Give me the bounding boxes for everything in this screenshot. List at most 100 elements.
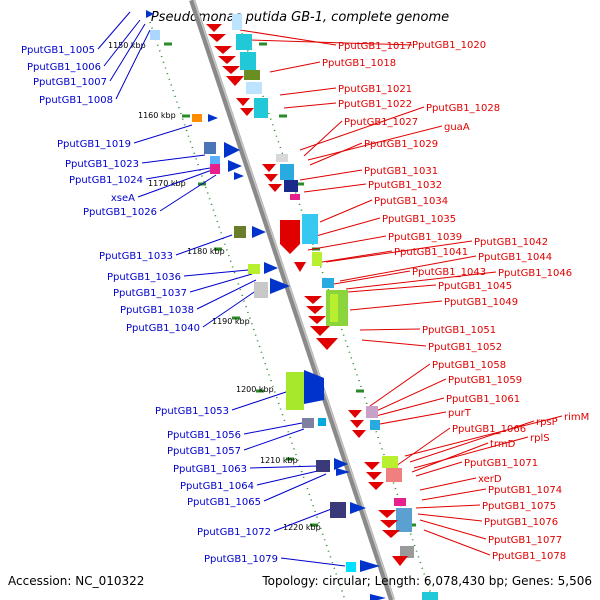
gene-arrow xyxy=(228,160,242,172)
gene-block xyxy=(210,156,220,164)
tick-label: 1220 kbp xyxy=(283,523,321,532)
gene-block xyxy=(400,546,414,558)
gene-block xyxy=(382,456,398,468)
gene-label: PputGB1_1028 xyxy=(426,103,500,114)
gene-arrow xyxy=(392,556,408,566)
gene-arrow xyxy=(270,278,290,294)
gene-label: rpsP xyxy=(536,417,558,428)
gene-block xyxy=(290,194,300,200)
gene-label: PputGB1_1022 xyxy=(338,99,412,110)
genome-summary-text: Topology: circular; Length: 6,078,430 bp… xyxy=(262,574,592,588)
gene-label: purT xyxy=(448,408,472,419)
gene-block xyxy=(330,294,338,322)
gene-label: PputGB1_1041 xyxy=(394,247,468,258)
gene-label: PputGB1_1008 xyxy=(39,95,113,106)
gene-arrow xyxy=(146,10,154,18)
gene-arrow xyxy=(224,142,240,158)
gene-block xyxy=(312,252,322,266)
gene-label: PputGB1_1045 xyxy=(438,281,512,292)
gene-label: PputGB1_1005 xyxy=(21,45,95,56)
gene-block xyxy=(244,70,260,80)
gene-block xyxy=(394,498,406,506)
gene-block xyxy=(316,460,330,472)
gene-block xyxy=(422,592,438,600)
gene-label: PputGB1_1026 xyxy=(83,207,157,218)
gene-block xyxy=(346,562,356,572)
gene-label: PputGB1_1061 xyxy=(446,394,520,405)
gene-block xyxy=(236,34,252,50)
gene-label: PputGB1_1038 xyxy=(120,305,194,316)
gene-arrow xyxy=(218,56,236,64)
gene-label: PputGB1_1051 xyxy=(422,325,496,336)
gene-block xyxy=(322,278,334,288)
gene-label: PputGB1_1063 xyxy=(173,464,247,475)
gene-label: PputGB1_1021 xyxy=(338,84,412,95)
gene-arrow xyxy=(360,560,380,572)
gene-arrow xyxy=(268,184,282,192)
genome-backbone-highlight xyxy=(193,0,395,600)
gene-block xyxy=(248,264,260,274)
gene-block xyxy=(280,164,294,180)
left-strand-genes xyxy=(146,10,386,600)
gene-arrow xyxy=(306,306,324,314)
tick-label: 1200 kbp xyxy=(236,385,274,394)
gene-label: PputGB1_1031 xyxy=(364,166,438,177)
gene-block xyxy=(330,502,346,518)
gene-label: PputGB1_1046 xyxy=(498,268,572,279)
gene-arrow xyxy=(208,114,218,122)
gene-label: PputGB1_1018 xyxy=(322,58,396,69)
gene-label: PputGB1_1024 xyxy=(69,175,143,186)
gene-arrow xyxy=(222,66,240,74)
tick-label: 1150 kbp xyxy=(108,41,146,50)
gene-label: PputGB1_1023 xyxy=(65,159,139,170)
gene-arrow xyxy=(348,410,362,418)
tick-labels: 1150 kbp 1160 kbp 1170 kbp 1180 kbp 1190… xyxy=(108,41,321,532)
gene-arrow xyxy=(234,172,244,180)
gene-block xyxy=(246,82,262,94)
gene-arrow xyxy=(236,98,250,106)
gene-block xyxy=(318,418,326,426)
gene-block xyxy=(366,406,378,418)
tick-label: 1180 kbp xyxy=(187,247,225,256)
tick-label: 1210 kbp xyxy=(260,456,298,465)
gene-block xyxy=(210,164,220,174)
gene-label: PputGB1_1071 xyxy=(464,458,538,469)
gene-arrow xyxy=(280,220,300,254)
gene-arrow xyxy=(304,296,322,304)
gene-arrow xyxy=(350,420,364,428)
gene-arrow xyxy=(294,262,306,272)
gene-arrow xyxy=(366,472,382,480)
gene-label: rimM xyxy=(564,412,589,423)
gene-arrow xyxy=(316,338,338,350)
gene-label: PputGB1_1029 xyxy=(364,139,438,150)
gene-label: PputGB1_1072 xyxy=(197,527,271,538)
gene-label: PputGB1_1076 xyxy=(484,517,558,528)
gene-block xyxy=(396,508,412,532)
gene-label: PputGB1_1058 xyxy=(432,360,506,371)
gene-arrow xyxy=(380,520,398,528)
gene-arrow xyxy=(370,594,386,600)
gene-arrow xyxy=(226,76,244,86)
gene-label: PputGB1_1020 xyxy=(412,40,486,51)
gene-block xyxy=(276,154,288,162)
gene-arrow xyxy=(264,174,278,182)
gene-arrow xyxy=(334,458,348,470)
gene-block xyxy=(302,418,314,428)
gene-block xyxy=(386,468,402,482)
gene-label: PputGB1_1057 xyxy=(167,446,241,457)
gene-label: PputGB1_1056 xyxy=(167,430,241,441)
gene-arrow xyxy=(262,164,276,172)
gene-label: PputGB1_1032 xyxy=(368,180,442,191)
gene-label: PputGB1_1059 xyxy=(448,375,522,386)
gene-label: PputGB1_1036 xyxy=(107,272,181,283)
gene-label: PputGB1_1027 xyxy=(344,117,418,128)
gene-label: PputGB1_1043 xyxy=(412,267,486,278)
right-gene-labels: PputGB1_1017 PputGB1_1020 PputGB1_1018 P… xyxy=(322,40,589,562)
gene-block xyxy=(284,180,298,192)
right-leader-lines xyxy=(239,29,563,556)
gene-block xyxy=(254,282,268,298)
map-title: Pseudomonas putida GB-1, complete genome xyxy=(150,10,450,25)
gene-label: PputGB1_1040 xyxy=(126,323,200,334)
gene-block xyxy=(240,52,256,70)
gene-label: PputGB1_1077 xyxy=(488,535,562,546)
